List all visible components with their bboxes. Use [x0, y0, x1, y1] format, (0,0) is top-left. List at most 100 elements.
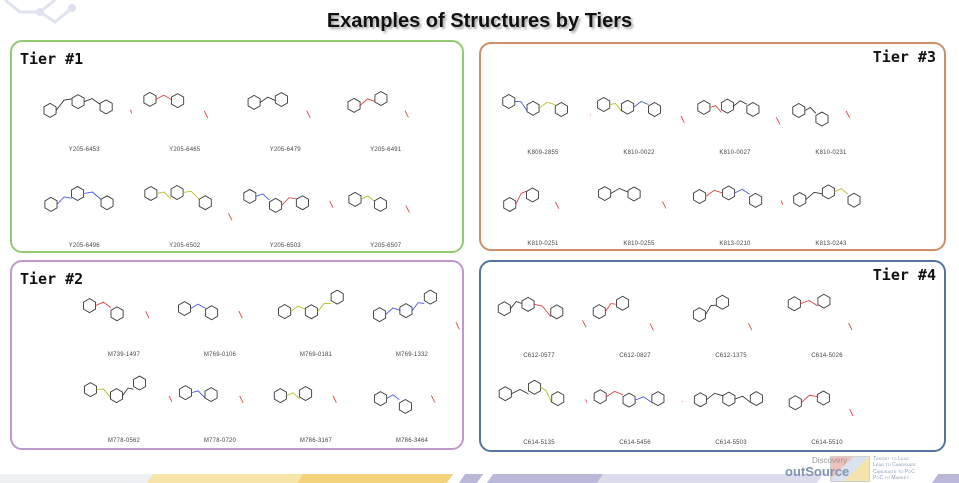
ring — [749, 391, 763, 407]
ring — [715, 294, 729, 310]
tagline-line: Lead to Candidate — [873, 462, 916, 469]
compound-id: Y205-6496 — [68, 243, 100, 249]
compound-card: C614-5510 — [779, 359, 875, 446]
compound-card: Y205-6502 — [135, 153, 236, 249]
molecule-structure — [247, 91, 311, 118]
compound-card: K810-0251 — [495, 156, 591, 247]
compound-card: M778-0562 — [76, 358, 172, 444]
ring — [526, 187, 539, 203]
ring — [44, 196, 58, 212]
molecule-structure — [243, 188, 334, 213]
molecule-structure — [178, 301, 243, 321]
ring — [498, 386, 512, 402]
ring — [83, 298, 96, 314]
compound-card: M739-1497 — [76, 272, 172, 358]
compound-id: M769-0181 — [299, 352, 333, 358]
tier-label: Tier #3 — [872, 48, 936, 66]
ring — [526, 100, 540, 116]
molecule-structure — [43, 93, 133, 118]
compound-id: K810-0255 — [623, 241, 655, 247]
ring — [99, 98, 113, 114]
molecule-structure — [503, 187, 560, 212]
ring — [423, 289, 437, 305]
tagline: Target to Lead Lead to Candidate Candida… — [873, 456, 916, 481]
ring — [304, 304, 318, 320]
ring — [592, 304, 606, 320]
compound-id: C612-0827 — [619, 353, 651, 359]
compound-card: Y205-6503 — [235, 153, 336, 249]
tagline-line: Target to Lead — [873, 456, 910, 462]
ring — [273, 388, 287, 404]
ring — [71, 93, 85, 109]
ring — [43, 102, 57, 118]
compound-grid: Y205-6453 Y205-6465 Y205-6479 Y205-6491 … — [34, 56, 436, 249]
ring — [269, 197, 283, 213]
ring — [502, 93, 516, 109]
compound-id: K810-0231 — [815, 149, 847, 156]
ring — [299, 386, 313, 402]
compound-card: Y205-6496 — [34, 153, 135, 249]
ring — [503, 196, 517, 212]
compound-card: Y205-6465 — [135, 56, 236, 153]
molecule-structure — [84, 375, 172, 404]
logo-top-text: Discovery — [812, 456, 848, 465]
molecule-structure — [44, 186, 114, 212]
compound-id: Y205-6479 — [269, 146, 301, 153]
molecule-structure — [144, 185, 233, 221]
compound-card: C612-1375 — [683, 272, 779, 359]
molecule-structure — [83, 298, 150, 322]
molecule-structure — [693, 391, 763, 408]
compound-grid: C612-0577 C612-0827 C612-1375 C614-5026 … — [491, 272, 854, 446]
compound-id: K810-0027 — [719, 149, 751, 156]
ring — [693, 189, 707, 205]
molecule-structure — [273, 386, 337, 404]
compound-id: C614-5456 — [619, 440, 651, 446]
molecule-structure — [693, 185, 783, 208]
compound-id: M778-0720 — [203, 438, 237, 444]
compound-card: Y205-6507 — [336, 153, 437, 249]
ring — [110, 306, 124, 322]
compound-id: M786-3167 — [299, 438, 333, 444]
compound-card: M769-0181 — [268, 272, 364, 358]
compound-id: Y205-6503 — [269, 243, 301, 249]
compound-id: C612-1375 — [715, 353, 747, 359]
ring — [788, 395, 802, 411]
ring — [275, 91, 289, 107]
ring — [749, 192, 763, 208]
molecule-structure — [497, 296, 587, 328]
molecule-structure — [502, 93, 591, 117]
molecule-structure — [347, 90, 409, 118]
ring — [528, 379, 542, 395]
molecule-structure — [793, 184, 861, 208]
ring — [821, 184, 835, 200]
molecule-structure — [792, 102, 851, 127]
compound-card: C612-0577 — [491, 272, 587, 359]
molecule-structure — [374, 391, 436, 414]
ring — [616, 295, 630, 311]
molecule-structure — [178, 385, 244, 404]
tagline-line: Candidate to PoC — [873, 468, 915, 475]
logo-main-text: outSource — [785, 464, 850, 479]
molecule-structure — [278, 289, 344, 320]
compound-card: C614-5135 — [491, 359, 587, 446]
logo-graphic — [830, 456, 870, 482]
ring — [551, 391, 565, 407]
ring — [697, 99, 711, 115]
ring — [720, 98, 734, 114]
compound-card: M786-3464 — [364, 358, 460, 444]
compound-id: C614-5135 — [523, 440, 555, 446]
ring — [204, 387, 218, 403]
molecule-structure — [373, 289, 460, 330]
compound-card: C612-0827 — [587, 272, 683, 359]
ring — [627, 186, 641, 202]
compound-card: M786-3167 — [268, 358, 364, 444]
tier-label: Tier #4 — [872, 266, 936, 284]
ring — [110, 388, 123, 404]
ring — [178, 301, 191, 317]
molecule-structure — [692, 294, 753, 331]
ring — [170, 185, 184, 200]
ring — [847, 192, 861, 208]
compound-id: Y205-6507 — [370, 243, 402, 249]
molecule-structure — [788, 390, 854, 417]
tagline-line: PoC to Market — [873, 474, 909, 481]
